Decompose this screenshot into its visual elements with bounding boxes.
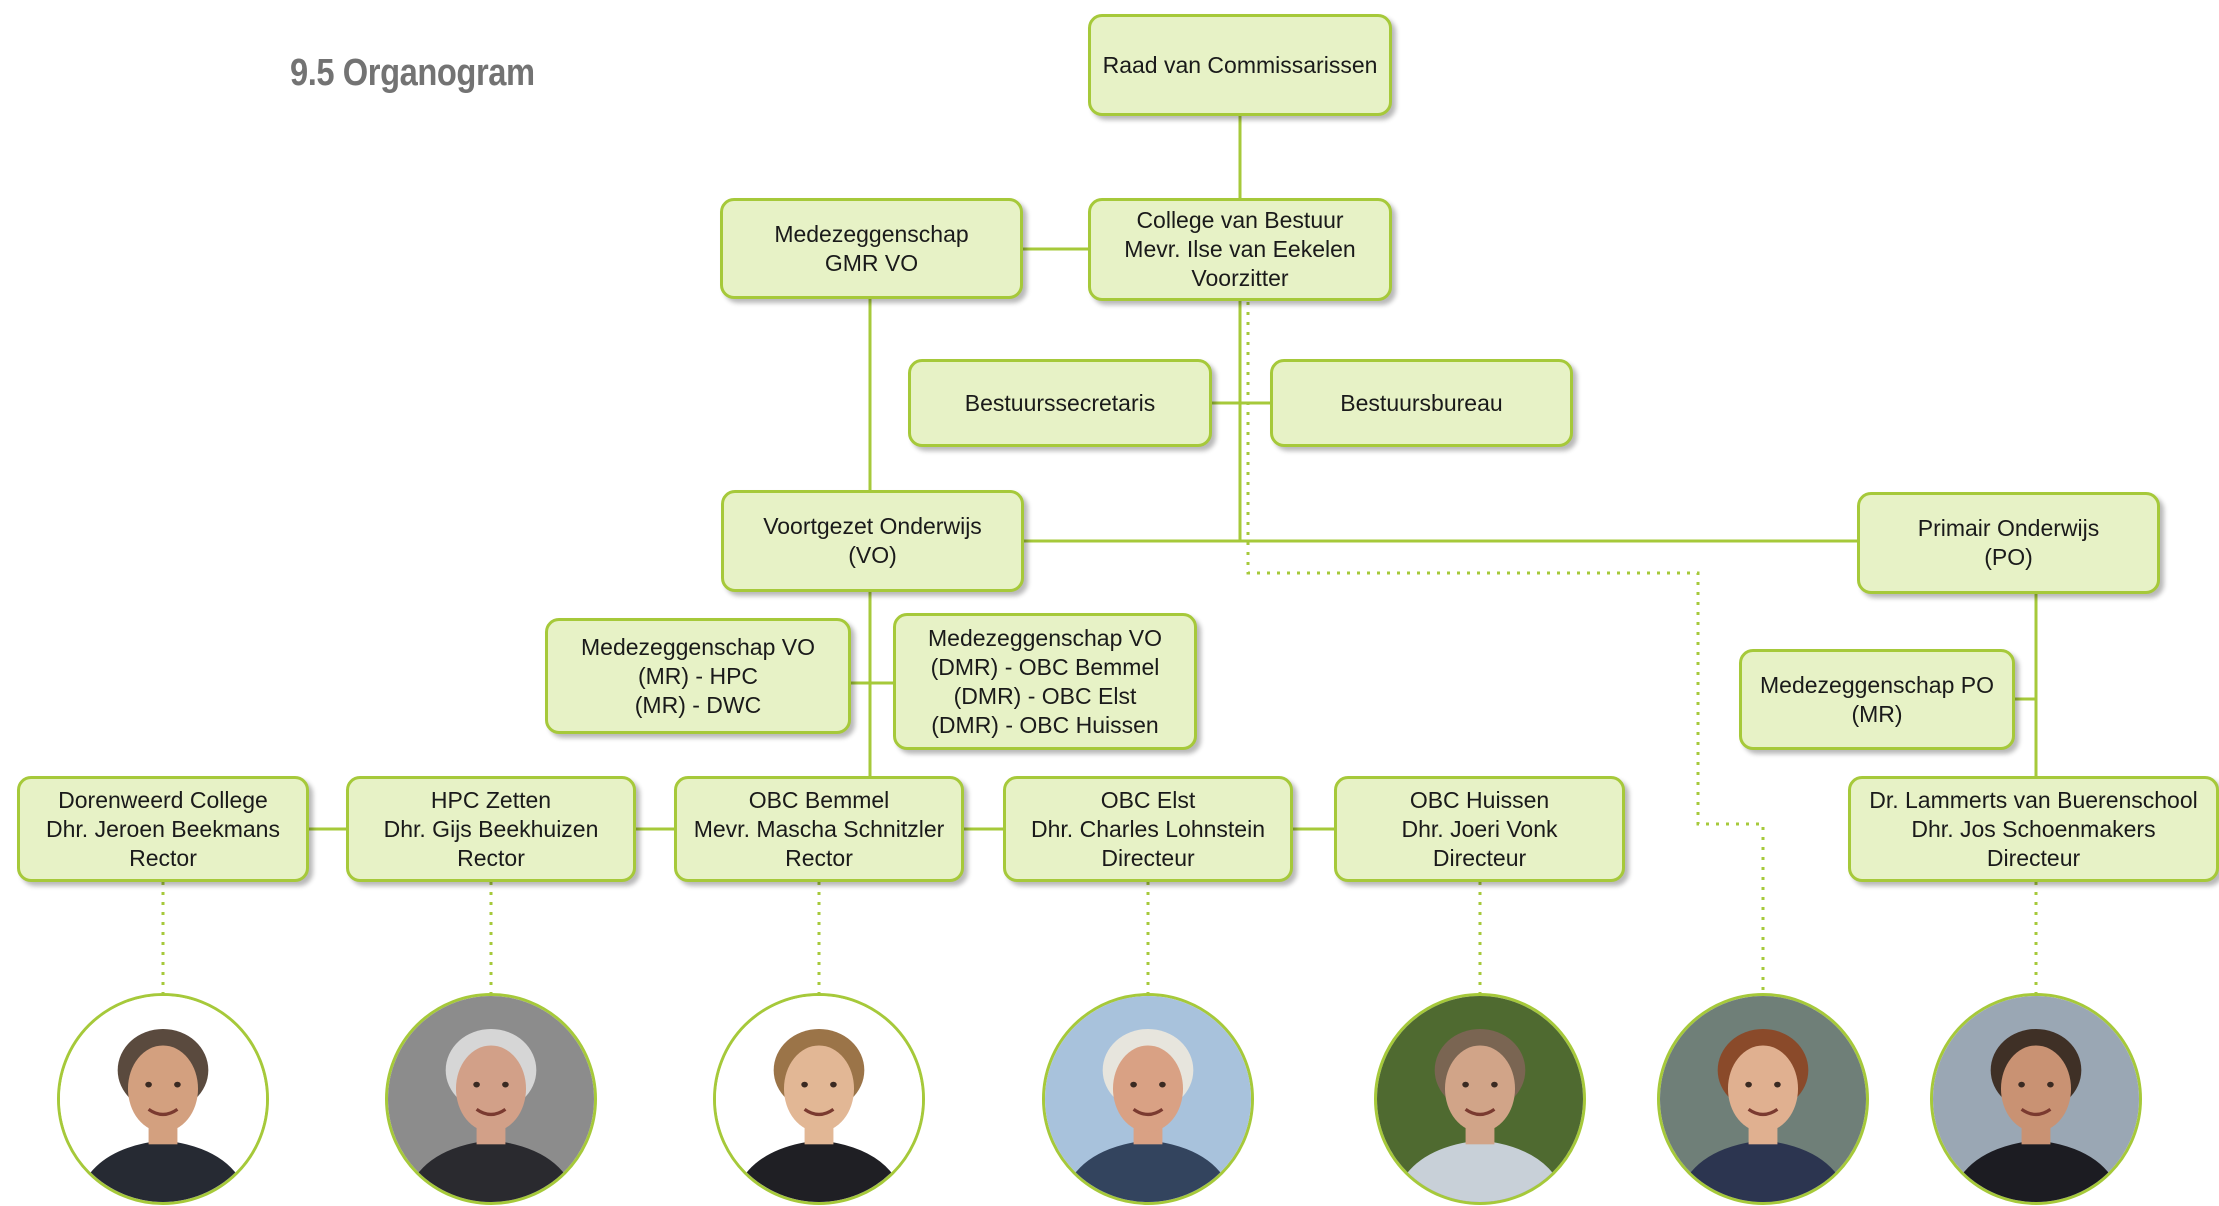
- portrait-beekmans: [57, 993, 269, 1205]
- box-text-line: Rector: [129, 844, 197, 871]
- box-text-line: Dhr. Jos Schoenmakers: [1911, 815, 2156, 842]
- portrait-illustration: [1660, 996, 1866, 1202]
- box-text-line: Bestuursbureau: [1340, 389, 1503, 416]
- portrait-illustration: [1933, 996, 2139, 1202]
- box-text-line: Directeur: [1986, 844, 2081, 871]
- box-voortgezet-onderwijs: Voortgezet Onderwijs (VO): [721, 490, 1024, 592]
- portrait-illustration: [716, 996, 922, 1202]
- box-text-line: Dorenweerd College: [58, 786, 268, 813]
- portrait-van-eekelen: [1657, 993, 1869, 1205]
- box-text-line: Medezeggenschap VO: [581, 633, 815, 660]
- box-text-line: (DMR) - OBC Huissen: [931, 711, 1159, 738]
- box-text-line: (MR) - HPC: [637, 662, 759, 689]
- box-text-line: Dhr. Jeroen Beekmans: [46, 815, 280, 842]
- box-text-line: (DMR) - OBC Bemmel: [930, 653, 1160, 680]
- box-text-line: Primair Onderwijs: [1917, 515, 2100, 541]
- portrait-lohnstein: [1042, 993, 1254, 1205]
- portrait-beekhuizen: [385, 993, 597, 1205]
- portrait-illustration: [1045, 996, 1251, 1202]
- portrait-vonk: [1374, 993, 1586, 1205]
- box-text-line: OBC Huissen: [1409, 786, 1550, 813]
- box-text-line: HPC Zetten: [430, 786, 552, 813]
- box-text-line: Dhr. Joeri Vonk: [1401, 815, 1558, 842]
- box-bestuurssecretaris: Bestuurssecretaris: [908, 359, 1212, 447]
- box-text-line: Mevr. Ilse van Eekelen: [1124, 236, 1356, 262]
- portrait-schnitzler: [713, 993, 925, 1205]
- box-text-line: Voortgezet Onderwijs: [763, 513, 982, 539]
- box-text-line: Dr. Lammerts van Buerenschool: [1869, 786, 2198, 813]
- portrait-illustration: [388, 996, 594, 1202]
- box-text-line: Medezeggenschap: [774, 220, 969, 247]
- box-text-line: (VO): [848, 542, 897, 568]
- box-text-line: Raad van Commissarissen: [1102, 51, 1378, 78]
- box-text-line: Medezeggenschap VO: [928, 624, 1162, 651]
- box-text-line: Medezeggenschap PO: [1760, 671, 1994, 698]
- page-title: 9.5 Organogram: [290, 52, 535, 94]
- box-text-line: College van Bestuur: [1136, 207, 1344, 233]
- box-text-line: Dhr. Gijs Beekhuizen: [383, 815, 599, 842]
- box-text-line: Directeur: [1101, 844, 1195, 871]
- box-text-line: (MR) - DWC: [634, 691, 762, 718]
- box-bestuursbureau: Bestuursbureau: [1270, 359, 1573, 447]
- portrait-schoenmakers: [1930, 993, 2142, 1205]
- box-text-line: GMR VO: [824, 249, 919, 276]
- box-medezeggenschap-vo-mr: Medezeggenschap VO(MR) - HPC(MR) - DWC: [545, 618, 851, 734]
- box-medezeggenschap-vo-dmr: Medezeggenschap VO(DMR) - OBC Bemmel(DMR…: [893, 613, 1197, 750]
- box-text-line: (DMR) - OBC Elst: [953, 682, 1137, 709]
- box-text-line: Voorzitter: [1191, 265, 1289, 291]
- portrait-illustration: [60, 996, 266, 1202]
- box-text-line: (PO): [1984, 544, 2033, 570]
- box-text-line: (MR): [1851, 700, 1903, 727]
- box-primair-onderwijs: Primair Onderwijs (PO): [1857, 492, 2160, 594]
- box-text-line: Dhr. Charles Lohnstein: [1031, 815, 1265, 842]
- box-text-line: Mevr. Mascha Schnitzler: [693, 815, 945, 842]
- box-medezeggenschap-po: Medezeggenschap PO(MR): [1739, 649, 2015, 750]
- box-raad-van-commissarissen: Raad van Commissarissen: [1088, 14, 1392, 116]
- portrait-illustration: [1377, 996, 1583, 1202]
- box-text-line: Bestuurssecretaris: [964, 389, 1156, 416]
- box-text-line: Rector: [785, 844, 853, 871]
- box-text-line: OBC Elst: [1100, 786, 1196, 813]
- box-text-line: Directeur: [1432, 844, 1527, 871]
- box-text-line: OBC Bemmel: [748, 786, 890, 813]
- box-text-line: Rector: [457, 844, 525, 871]
